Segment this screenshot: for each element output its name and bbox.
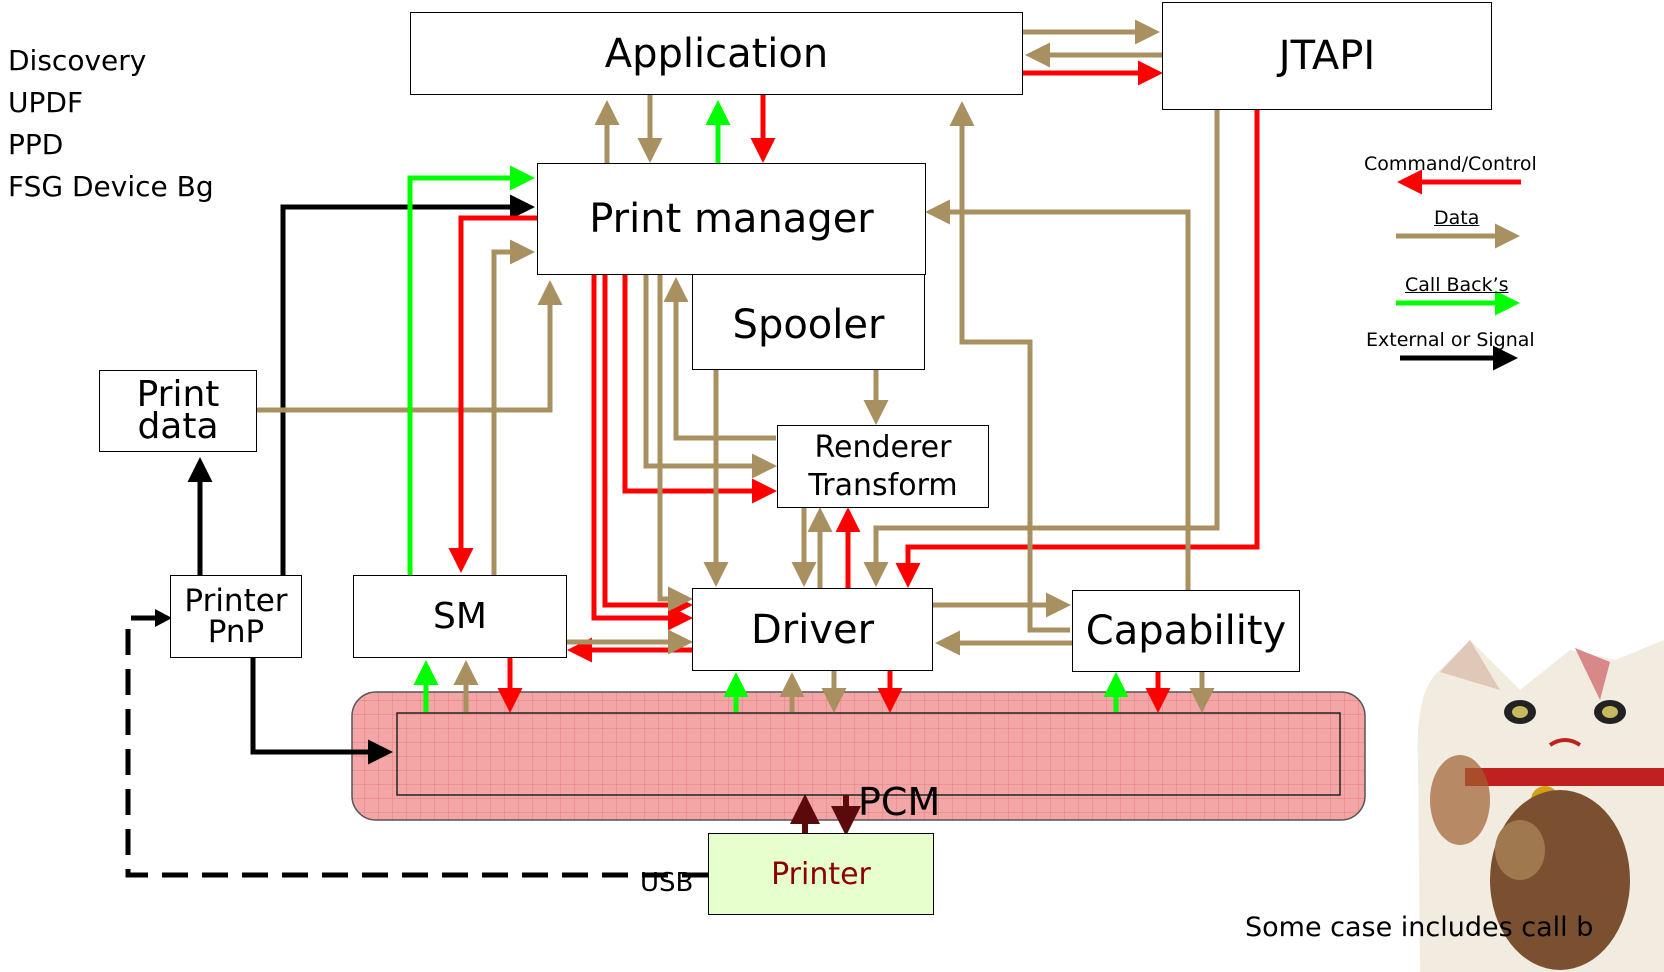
print-data-label-line1: Print: [136, 374, 220, 415]
jtapi-to-driver-command-arrow: [895, 110, 1260, 588]
pnp-to-pcm-arrow: [250, 657, 393, 765]
side-list-item: FSG Device Bg: [8, 170, 214, 203]
renderer-label-line2: Transform: [808, 467, 958, 503]
capability-label: Capability: [1085, 608, 1287, 654]
capability-to-app-data-arrow: [949, 101, 1070, 633]
sm-label: SM: [433, 596, 487, 637]
application-box: Application: [410, 12, 1023, 95]
spooler-box: Spooler: [692, 270, 925, 370]
renderer-label-line1: Renderer: [814, 429, 952, 465]
usb-dashed-arrowhead: [155, 609, 172, 627]
side-list-item: UPDF: [8, 86, 84, 119]
capability-to-printmanager-data-arrow: [925, 199, 1191, 590]
legend-data-label: Data: [1434, 207, 1480, 229]
printmanager-data-to-driver-arrow: [657, 275, 693, 612]
renderer-transform-box: Renderer Transform: [777, 425, 989, 508]
sm-box: SM: [353, 575, 567, 658]
pcm-inner-box: [396, 712, 1341, 796]
jtapi-to-driver-data-arrow: [863, 110, 1220, 587]
jtapi-label: JTAPI: [1278, 33, 1376, 79]
printdata-to-printmanager-arrow: [255, 280, 563, 413]
pcm-label: PCM: [858, 780, 941, 824]
side-list-item: PPD: [8, 128, 64, 161]
printer-label: Printer: [771, 856, 871, 892]
lucky-cat-image: [1417, 640, 1664, 972]
pnp-to-printmanager-arrow: [280, 194, 535, 575]
capability-box: Capability: [1072, 590, 1300, 672]
sm-to-printmanager-data-arrow: [491, 239, 535, 575]
printer-box: Printer: [708, 833, 934, 915]
printer-pnp-label-line2: PnP: [207, 613, 265, 650]
printmanager-to-renderer-command-arrow: [622, 275, 777, 504]
note-text: Some case includes call b: [1245, 912, 1594, 943]
legend-callback-label: Call Back’s: [1405, 274, 1509, 296]
spooler-label: Spooler: [732, 302, 885, 348]
sm-callback-to-printmanager-arrow: [407, 165, 535, 575]
printer-pnp-label-line1: Printer: [184, 582, 288, 619]
printmanager-to-driver-command-arrow-2: [602, 275, 693, 618]
jtapi-box: JTAPI: [1162, 2, 1492, 110]
renderer-to-printmanager-data-arrow: [663, 277, 776, 441]
usb-dashed-signal-line: [125, 615, 708, 878]
printmanager-to-driver-data-arrow: [643, 275, 777, 479]
print-manager-label: Print manager: [589, 196, 874, 242]
printmanager-to-sm-command-arrow: [448, 215, 537, 573]
printmanager-to-driver-command-arrow-1: [591, 275, 693, 631]
driver-label: Driver: [750, 606, 875, 653]
side-list-item: Discovery: [8, 44, 147, 77]
legend-command-label: Command/Control: [1364, 153, 1537, 175]
driver-box: Driver: [692, 588, 933, 671]
print-manager-box: Print manager: [537, 163, 926, 275]
usb-label: USB: [640, 868, 694, 898]
printer-pnp-box: Printer PnP: [170, 575, 302, 658]
print-data-label-line2: data: [137, 406, 219, 447]
legend-external-label: External or Signal: [1366, 329, 1535, 351]
side-list: Discovery UPDF PPD FSG Device Bg: [8, 40, 214, 208]
print-data-box: Print data: [99, 370, 257, 452]
application-label: Application: [604, 30, 829, 77]
